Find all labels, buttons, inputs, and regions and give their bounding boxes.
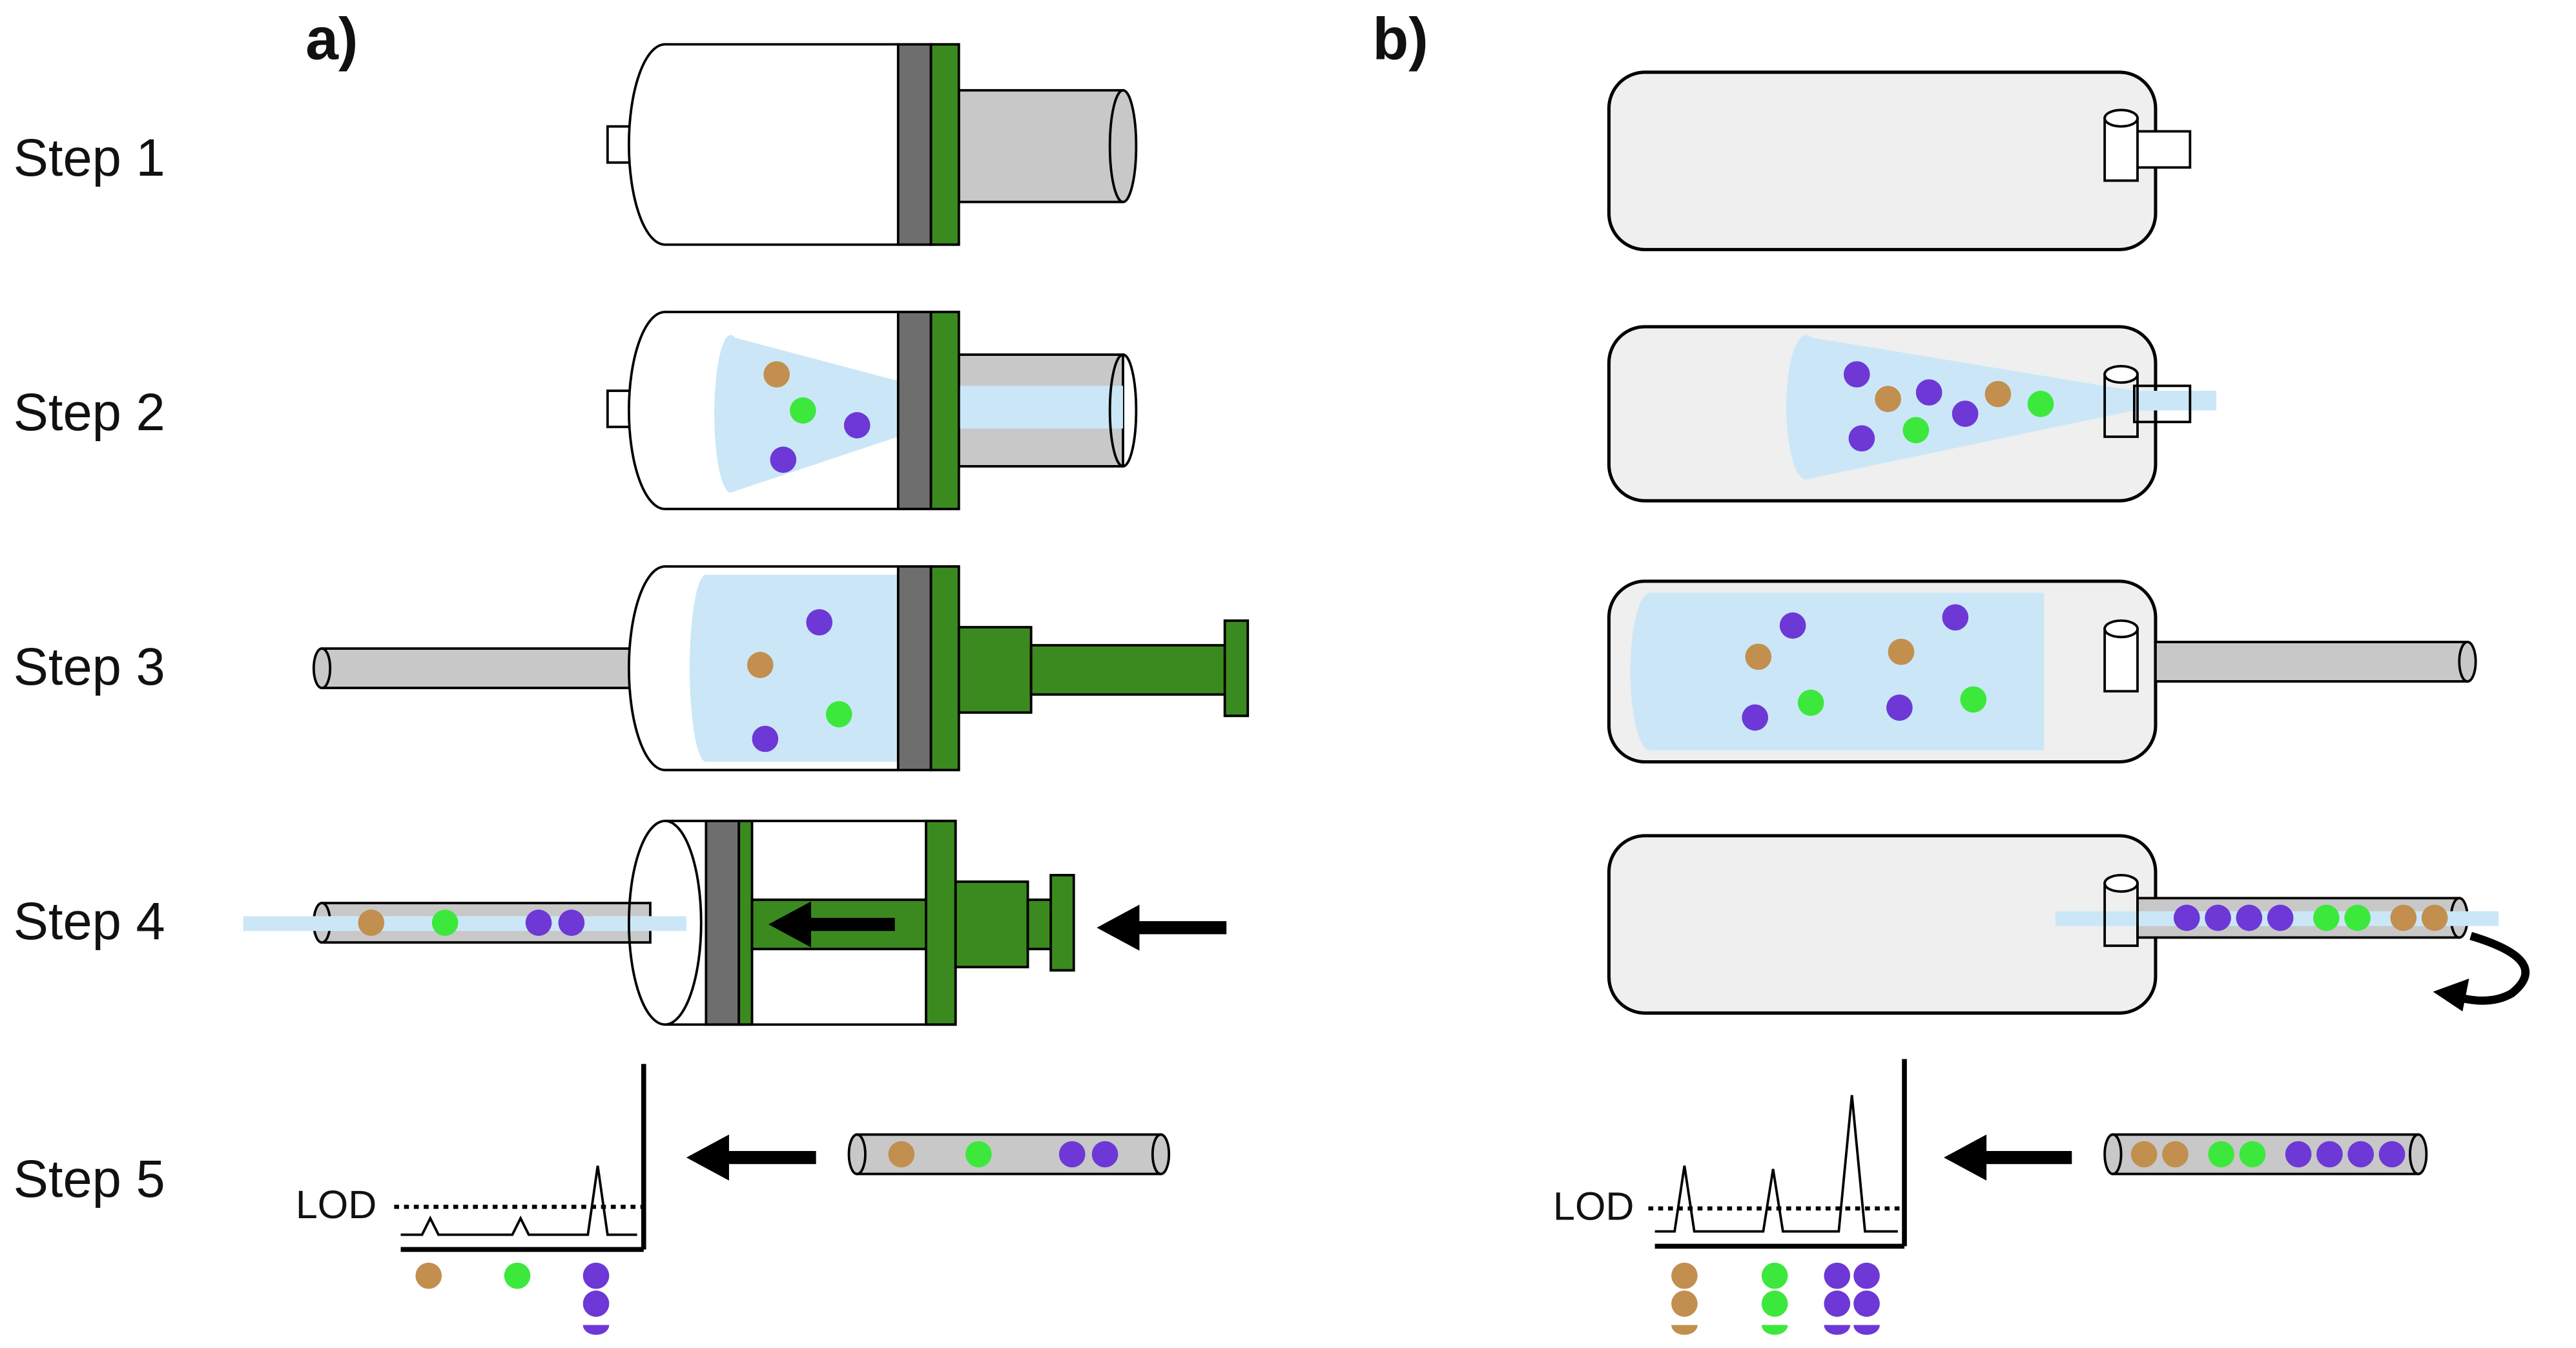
chromatogram-icon: LOD bbox=[1553, 1059, 1907, 1335]
curved-arrow-icon bbox=[2433, 931, 2530, 1011]
syringe-icon bbox=[606, 43, 1138, 246]
step-label-5: Step 5 bbox=[14, 1150, 165, 1208]
syringe-icon bbox=[312, 565, 1250, 772]
step-label-4: Step 4 bbox=[14, 892, 165, 951]
syringe-icon bbox=[606, 311, 1138, 510]
lod-label: LOD bbox=[1553, 1185, 1634, 1229]
sorbent-tube-icon bbox=[2103, 1133, 2428, 1176]
arrow-icon bbox=[1944, 1134, 2072, 1181]
arrow-icon bbox=[1097, 904, 1227, 951]
syringe-icon bbox=[243, 820, 1075, 1026]
panel-label-a: a) bbox=[305, 6, 358, 72]
sampling-bag-icon bbox=[1607, 325, 2217, 503]
sampling-bag-icon bbox=[1607, 70, 2192, 251]
step-label-3: Step 3 bbox=[14, 638, 165, 696]
chromatogram-icon: LOD bbox=[296, 1064, 646, 1335]
sampling-bag-icon bbox=[1607, 579, 2477, 764]
panel-label-b: b) bbox=[1372, 6, 1428, 72]
sorbent-tube-icon bbox=[847, 1133, 1171, 1176]
lod-label: LOD bbox=[296, 1183, 376, 1227]
arrow-icon bbox=[768, 901, 895, 948]
sampling-bag-icon bbox=[1607, 834, 2499, 1015]
step-label-2: Step 2 bbox=[14, 383, 165, 442]
step-label-1: Step 1 bbox=[14, 129, 165, 187]
arrow-icon bbox=[686, 1134, 816, 1181]
